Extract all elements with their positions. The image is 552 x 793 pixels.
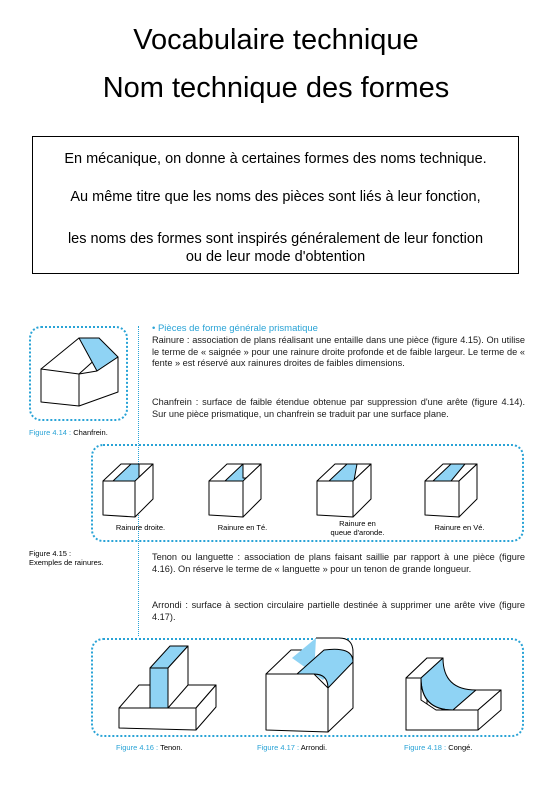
figure-4-16-caption: Figure 4.16 : Tenon. bbox=[116, 743, 183, 752]
figure-text: Tenon. bbox=[160, 743, 183, 752]
section-heading: • Pièces de forme générale prismatique bbox=[152, 323, 318, 334]
figure-number: Figure 4.18 : bbox=[404, 743, 447, 752]
title-line-2: Nom technique des formes bbox=[102, 72, 450, 104]
figure-4-17-caption: Figure 4.17 : Arrondi. bbox=[257, 743, 327, 752]
figure-number: Figure 4.17 : bbox=[257, 743, 300, 752]
intro-line-4: ou de leur mode d'obtention bbox=[185, 249, 366, 265]
figure-4-16-18-frame bbox=[91, 638, 524, 737]
figure-number: Figure 4.16 : bbox=[116, 743, 159, 752]
groove-label-queue-1: Rainure en bbox=[339, 519, 376, 528]
figure-text: Chanfrein. bbox=[73, 428, 108, 437]
title-line-1: Vocabulaire technique bbox=[133, 24, 419, 56]
figure-text: Congé. bbox=[448, 743, 473, 752]
intro-line-2: Au même titre que les noms des pièces so… bbox=[70, 189, 481, 205]
paragraph-tenon: Tenon ou languette : association de plan… bbox=[152, 552, 525, 574]
grooves-drawing bbox=[102, 463, 478, 518]
figure-4-15-frame bbox=[91, 444, 524, 542]
figure-4-14-caption: Figure 4.14 : Chanfrein. bbox=[29, 428, 108, 437]
intro-line-1: En mécanique, on donne à certaines forme… bbox=[64, 151, 487, 167]
groove-label-queue-2: queue d'aronde. bbox=[330, 528, 385, 537]
figure-4-18-caption: Figure 4.18 : Congé. bbox=[404, 743, 472, 752]
intro-line-3: les noms des formes sont inspirés généra… bbox=[67, 231, 484, 247]
figure-4-15-caption-num: Figure 4.15 : bbox=[29, 549, 72, 558]
figure-4-14-frame bbox=[29, 326, 128, 421]
figure-text: Arrondi. bbox=[300, 743, 328, 752]
paragraph-arrondi: Arrondi : surface à section circulaire p… bbox=[152, 600, 525, 622]
chamfer-drawing bbox=[40, 337, 119, 407]
groove-label-droite: Rainure droite. bbox=[115, 523, 166, 532]
figure-number: Figure 4.14 : bbox=[29, 428, 72, 437]
groove-label-te: Rainure en Té. bbox=[217, 523, 268, 532]
paragraph-chanfrein: Chanfrein : surface de faible étendue ob… bbox=[152, 397, 525, 419]
shapes-drawing bbox=[118, 637, 502, 733]
figure-4-15-caption-text: Exemples de rainures. bbox=[29, 558, 104, 567]
groove-label-ve: Rainure en Vé. bbox=[434, 523, 485, 532]
paragraph-rainure: Rainure : association de plans réalisant… bbox=[152, 335, 525, 368]
intro-box: En mécanique, on donne à certaines forme… bbox=[32, 136, 519, 274]
